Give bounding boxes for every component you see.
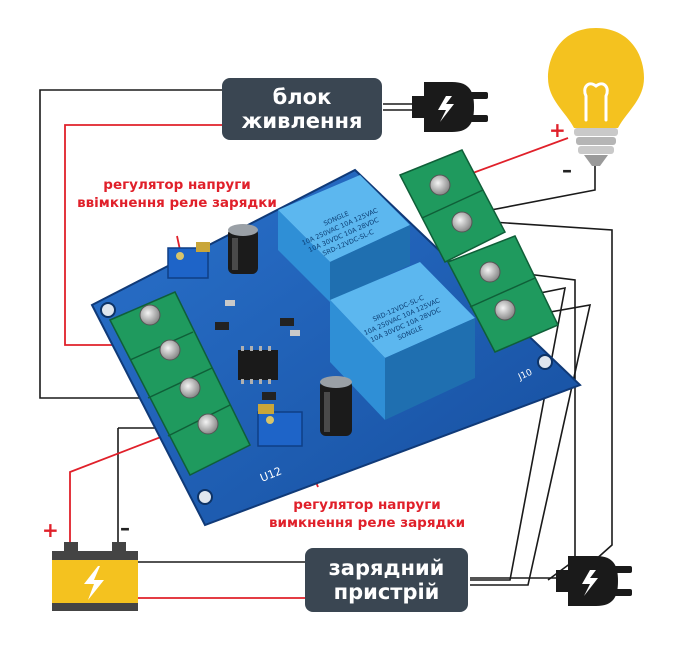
black-wires bbox=[39, 89, 613, 586]
regulator-on-line2: ввімкнення реле зарядки bbox=[77, 195, 277, 212]
relay-bottom: SRD-12VDC-SL-C 10A 250VAC 10A 125VAC 10A… bbox=[330, 262, 475, 420]
relay-board: SONGLE 10A 250VAC 10A 125VAC 10A 30VDC 1… bbox=[90, 149, 582, 527]
smd-components bbox=[215, 300, 300, 400]
relay-top: SONGLE 10A 250VAC 10A 125VAC 10A 30VDC 1… bbox=[278, 175, 410, 302]
charger-label: зарядний пристрій bbox=[305, 548, 468, 612]
bulb-minus-sign: – bbox=[562, 158, 572, 182]
battery-plus-sign: + bbox=[42, 518, 59, 542]
relay-top-face bbox=[278, 175, 410, 262]
capacitor-bottom bbox=[320, 376, 352, 436]
screw bbox=[429, 174, 451, 196]
relay-bottom-side bbox=[330, 300, 385, 420]
terminal-block-right-top bbox=[398, 149, 507, 264]
screw bbox=[159, 339, 181, 361]
battery-minus-sign: – bbox=[120, 516, 130, 540]
relay-bottom-front bbox=[385, 318, 475, 420]
wire-bulb-minus bbox=[469, 165, 596, 215]
relay-top-front bbox=[330, 225, 410, 302]
screw bbox=[197, 413, 219, 435]
regulator-on-note: регулятор напруги ввімкнення реле зарядк… bbox=[72, 176, 282, 212]
capacitor-top bbox=[228, 224, 258, 274]
regulator-off-note: регулятор напруги вимкнення реле зарядки bbox=[262, 496, 472, 532]
power-supply-label-line1: блок bbox=[272, 84, 332, 109]
light-bulb-icon bbox=[548, 28, 644, 166]
potentiometer-off bbox=[257, 404, 303, 447]
mount-hole bbox=[100, 302, 116, 318]
potentiometer-on bbox=[167, 242, 210, 279]
screw bbox=[139, 304, 161, 326]
screw bbox=[451, 211, 473, 233]
terminal-block-right-bottom bbox=[446, 235, 560, 353]
screw bbox=[179, 377, 201, 399]
screw bbox=[479, 261, 501, 283]
ic-chip bbox=[238, 346, 278, 384]
wire-power-black bbox=[39, 89, 222, 399]
power-supply-label: блок живлення bbox=[222, 78, 382, 140]
charger-label-line2: пристрій bbox=[333, 580, 440, 604]
plug-icon-bottom bbox=[556, 556, 632, 606]
charger-label-line1: зарядний bbox=[328, 555, 445, 580]
mount-hole bbox=[197, 489, 213, 505]
battery-icon bbox=[52, 542, 138, 611]
regulator-off-line1: регулятор напруги bbox=[293, 497, 441, 513]
wire-battery-minus bbox=[117, 545, 305, 563]
wire-power-red bbox=[64, 124, 222, 346]
regulator-off-line2: вимкнення реле зарядки bbox=[268, 515, 466, 532]
relay-top-side bbox=[278, 210, 330, 302]
bulb-plus-sign: + bbox=[549, 118, 566, 142]
power-supply-label-line2: живлення bbox=[241, 109, 363, 133]
regulator-on-line1: регулятор напруги bbox=[103, 177, 251, 193]
mount-hole bbox=[537, 354, 553, 370]
plug-icon-top bbox=[412, 82, 488, 132]
relay-bottom-face bbox=[330, 262, 475, 358]
terminal-block-left bbox=[108, 291, 252, 477]
screw bbox=[494, 299, 516, 321]
